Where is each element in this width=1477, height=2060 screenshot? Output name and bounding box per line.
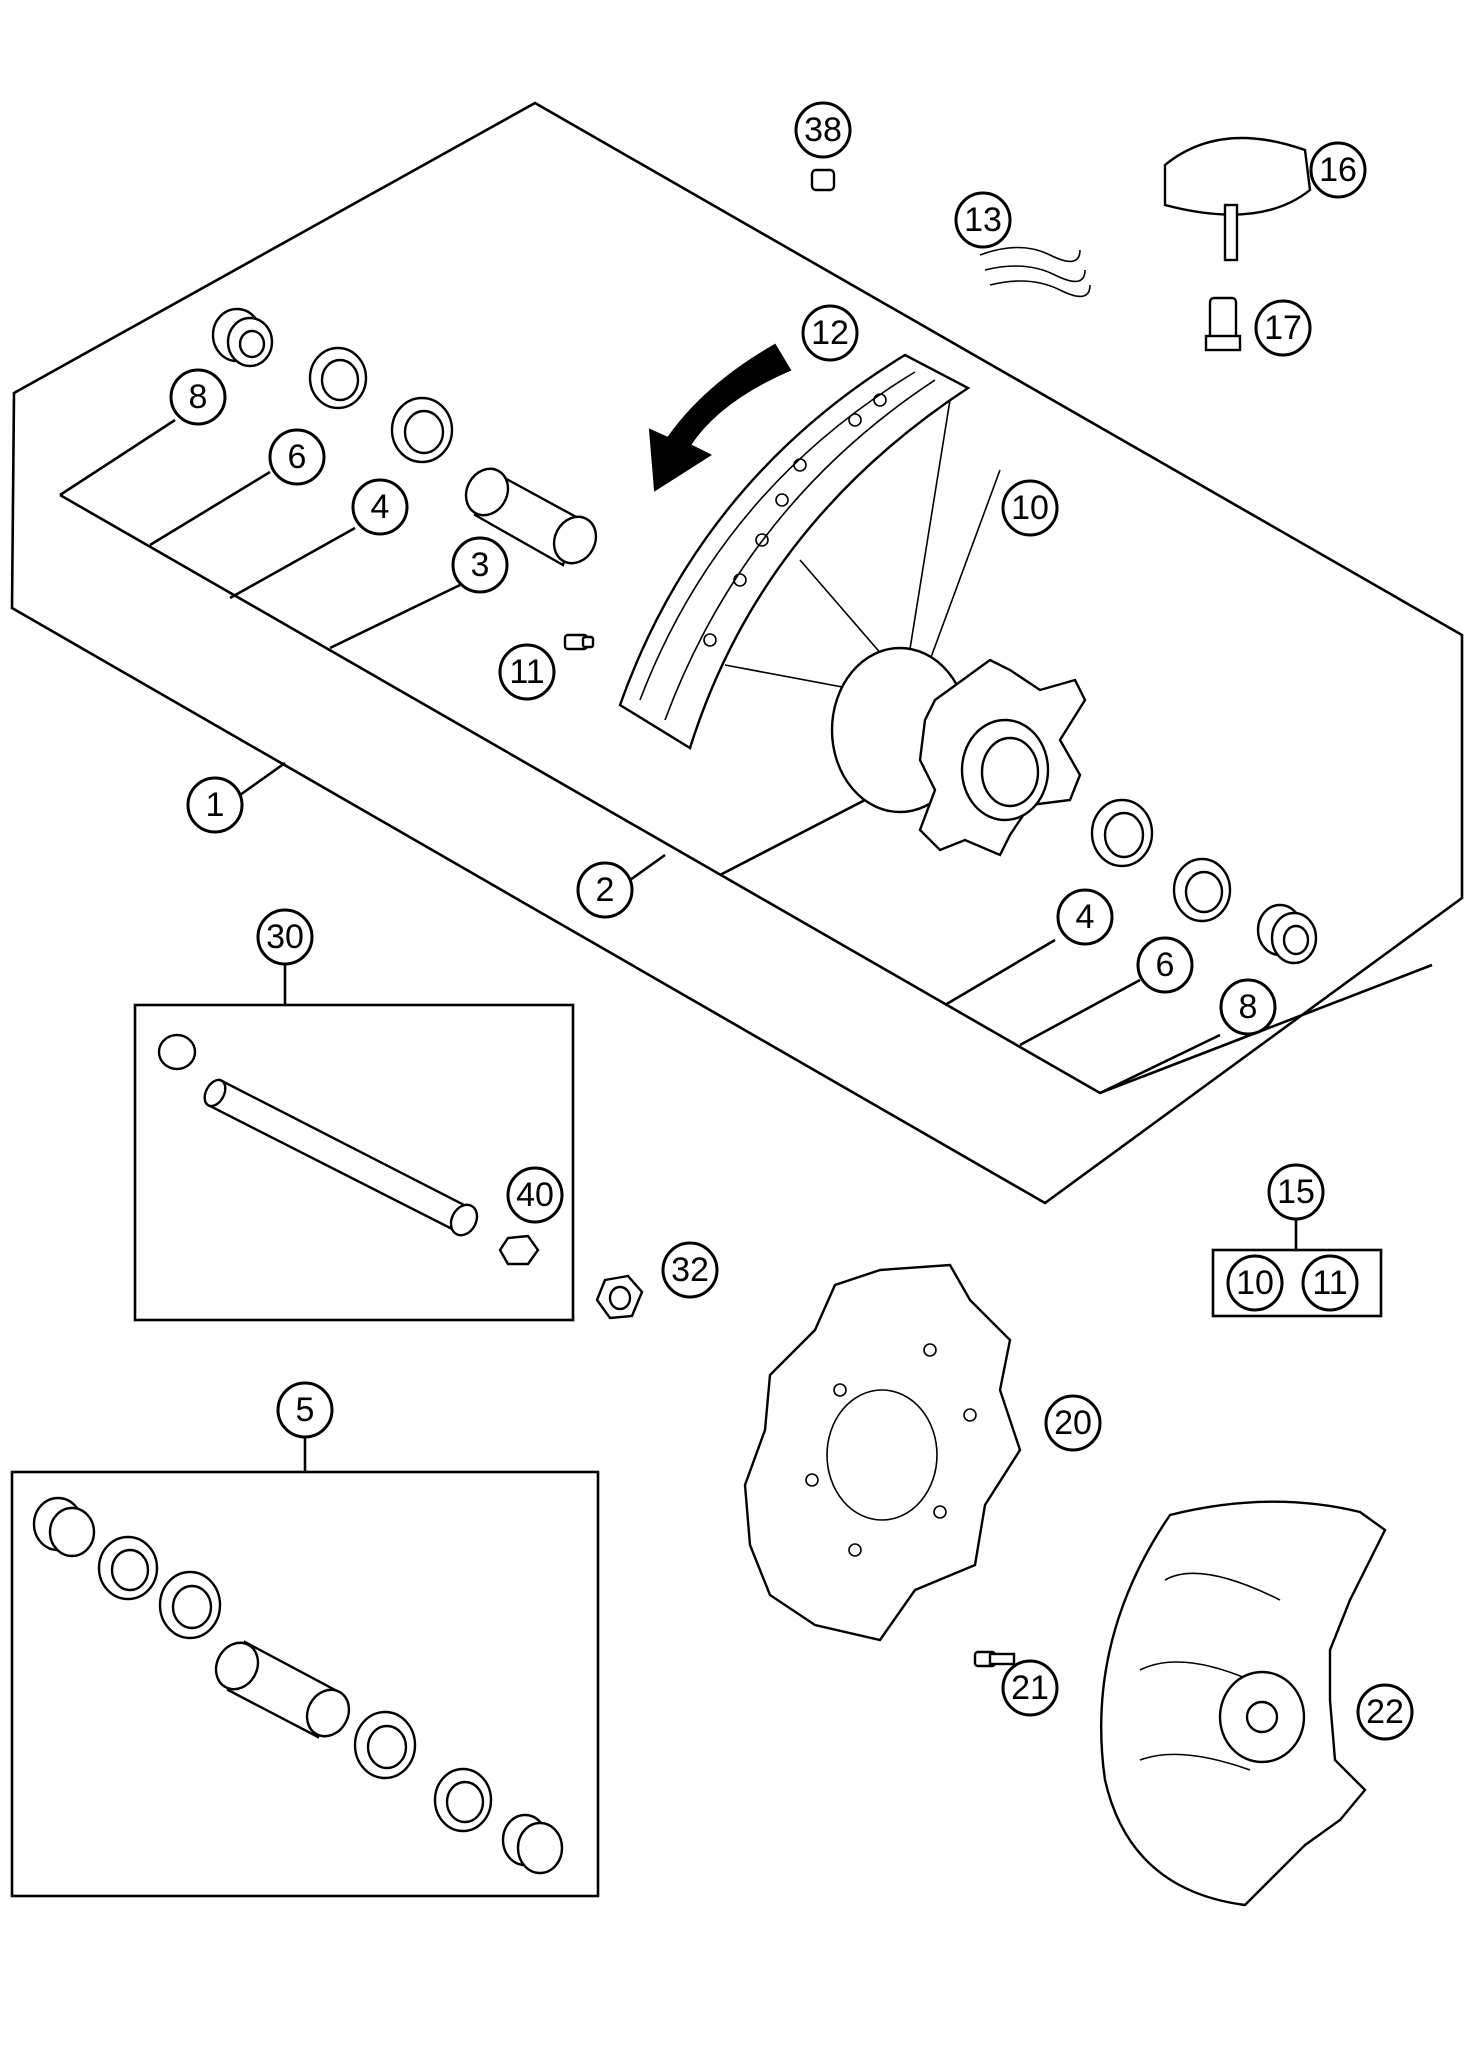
disc-guard-22 xyxy=(1100,1500,1387,1907)
callout-11-box: 11 xyxy=(1301,1254,1359,1312)
wheel-rim xyxy=(618,353,971,750)
rotation-direction-arrow xyxy=(648,343,792,492)
plug-38 xyxy=(810,168,836,192)
callout-2-label: 2 xyxy=(596,871,615,909)
callout-5: 5 xyxy=(276,1381,334,1439)
leader-8-left xyxy=(59,418,176,497)
callout-13-label: 13 xyxy=(964,201,1002,239)
callout-30: 30 xyxy=(256,908,314,966)
callout-6-top-label: 6 xyxy=(288,438,307,476)
callout-15: 15 xyxy=(1267,1163,1325,1221)
bearing-4-right xyxy=(1090,798,1154,868)
callout-6-top: 6 xyxy=(268,428,326,486)
callout-8-bottom: 8 xyxy=(1219,978,1277,1036)
callout-32-label: 32 xyxy=(671,1251,709,1289)
callout-20-label: 20 xyxy=(1054,1404,1092,1442)
callout-10-box-label: 10 xyxy=(1236,1264,1274,1302)
rim-lock-nut-17 xyxy=(1204,296,1242,352)
callout-11-box-label: 11 xyxy=(1312,1264,1347,1302)
callout-3-label: 3 xyxy=(471,546,490,584)
callout-1: 1 xyxy=(186,776,244,834)
callout-13: 13 xyxy=(954,191,1012,249)
leader-1 xyxy=(239,761,286,797)
sleeve-8-right xyxy=(1256,903,1318,965)
callout-4-top: 4 xyxy=(351,478,409,536)
callout-10-top-label: 10 xyxy=(1011,489,1049,527)
callout-4-bottom: 4 xyxy=(1056,888,1114,946)
nipple-screw-11 xyxy=(563,633,595,651)
nut-32 xyxy=(595,1274,644,1320)
callout-20: 20 xyxy=(1044,1394,1102,1452)
wheel-assembly-outline xyxy=(10,101,1464,1205)
spacer-tube-3 xyxy=(464,467,598,567)
callout-12-label: 12 xyxy=(811,314,849,352)
callout-11-top-label: 11 xyxy=(509,653,544,691)
leader-4-left xyxy=(229,526,356,600)
callout-10-box: 10 xyxy=(1226,1254,1284,1312)
leader-2b xyxy=(719,798,866,877)
callout-40-label: 40 xyxy=(516,1176,554,1214)
callout-22: 22 xyxy=(1356,1683,1414,1741)
callout-10-top: 10 xyxy=(1001,479,1059,537)
callout-3: 3 xyxy=(451,536,509,594)
brake-disc-20 xyxy=(743,1263,1022,1642)
callout-8-top-label: 8 xyxy=(189,378,208,416)
leader-3-left xyxy=(329,583,461,650)
axle-kit-box xyxy=(133,1003,575,1322)
callout-6-bottom-label: 6 xyxy=(1156,946,1175,984)
axle-nut-40 xyxy=(498,1234,540,1266)
callout-11-top: 11 xyxy=(498,643,556,701)
seal-ring-6-left xyxy=(308,346,368,410)
callout-21: 21 xyxy=(1001,1659,1059,1717)
callout-17-label: 17 xyxy=(1264,309,1302,347)
leader-2 xyxy=(629,853,666,882)
leader-6-right xyxy=(1019,978,1141,1047)
callout-16-label: 16 xyxy=(1319,151,1357,189)
rim-lock-16 xyxy=(1163,136,1312,262)
rim-tape-13 xyxy=(979,246,1091,298)
callout-8-bottom-label: 8 xyxy=(1239,988,1258,1026)
callout-1-label: 1 xyxy=(206,786,225,824)
wheel-hub xyxy=(830,646,1087,857)
callout-15-label: 15 xyxy=(1277,1173,1315,1211)
callout-30-label: 30 xyxy=(266,918,304,956)
callout-38-label: 38 xyxy=(804,111,842,149)
callout-8-top: 8 xyxy=(169,368,227,426)
callout-16: 16 xyxy=(1309,141,1367,199)
callout-32: 32 xyxy=(661,1241,719,1299)
leader-6-left xyxy=(149,470,271,547)
axle-30 xyxy=(157,1033,479,1237)
bearing-4-left xyxy=(390,396,454,464)
sleeve-8-left xyxy=(211,307,274,368)
leader-4-right xyxy=(944,938,1056,1007)
seal-ring-6-right xyxy=(1172,857,1232,923)
callout-38: 38 xyxy=(794,101,852,159)
callout-21-label: 21 xyxy=(1011,1669,1049,1707)
callout-2: 2 xyxy=(576,861,634,919)
callout-17: 17 xyxy=(1254,299,1312,357)
callout-5-label: 5 xyxy=(296,1391,315,1429)
screw-21 xyxy=(973,1650,1016,1668)
callout-6-bottom: 6 xyxy=(1136,936,1194,994)
callout-4-top-label: 4 xyxy=(371,488,390,526)
leader-8-right xyxy=(1099,1033,1221,1095)
callout-12: 12 xyxy=(801,304,859,362)
bearing-kit-parts xyxy=(32,1496,564,1875)
callout-22-label: 22 xyxy=(1366,1693,1404,1731)
callout-4-bottom-label: 4 xyxy=(1076,898,1095,936)
callout-40: 40 xyxy=(506,1166,564,1224)
